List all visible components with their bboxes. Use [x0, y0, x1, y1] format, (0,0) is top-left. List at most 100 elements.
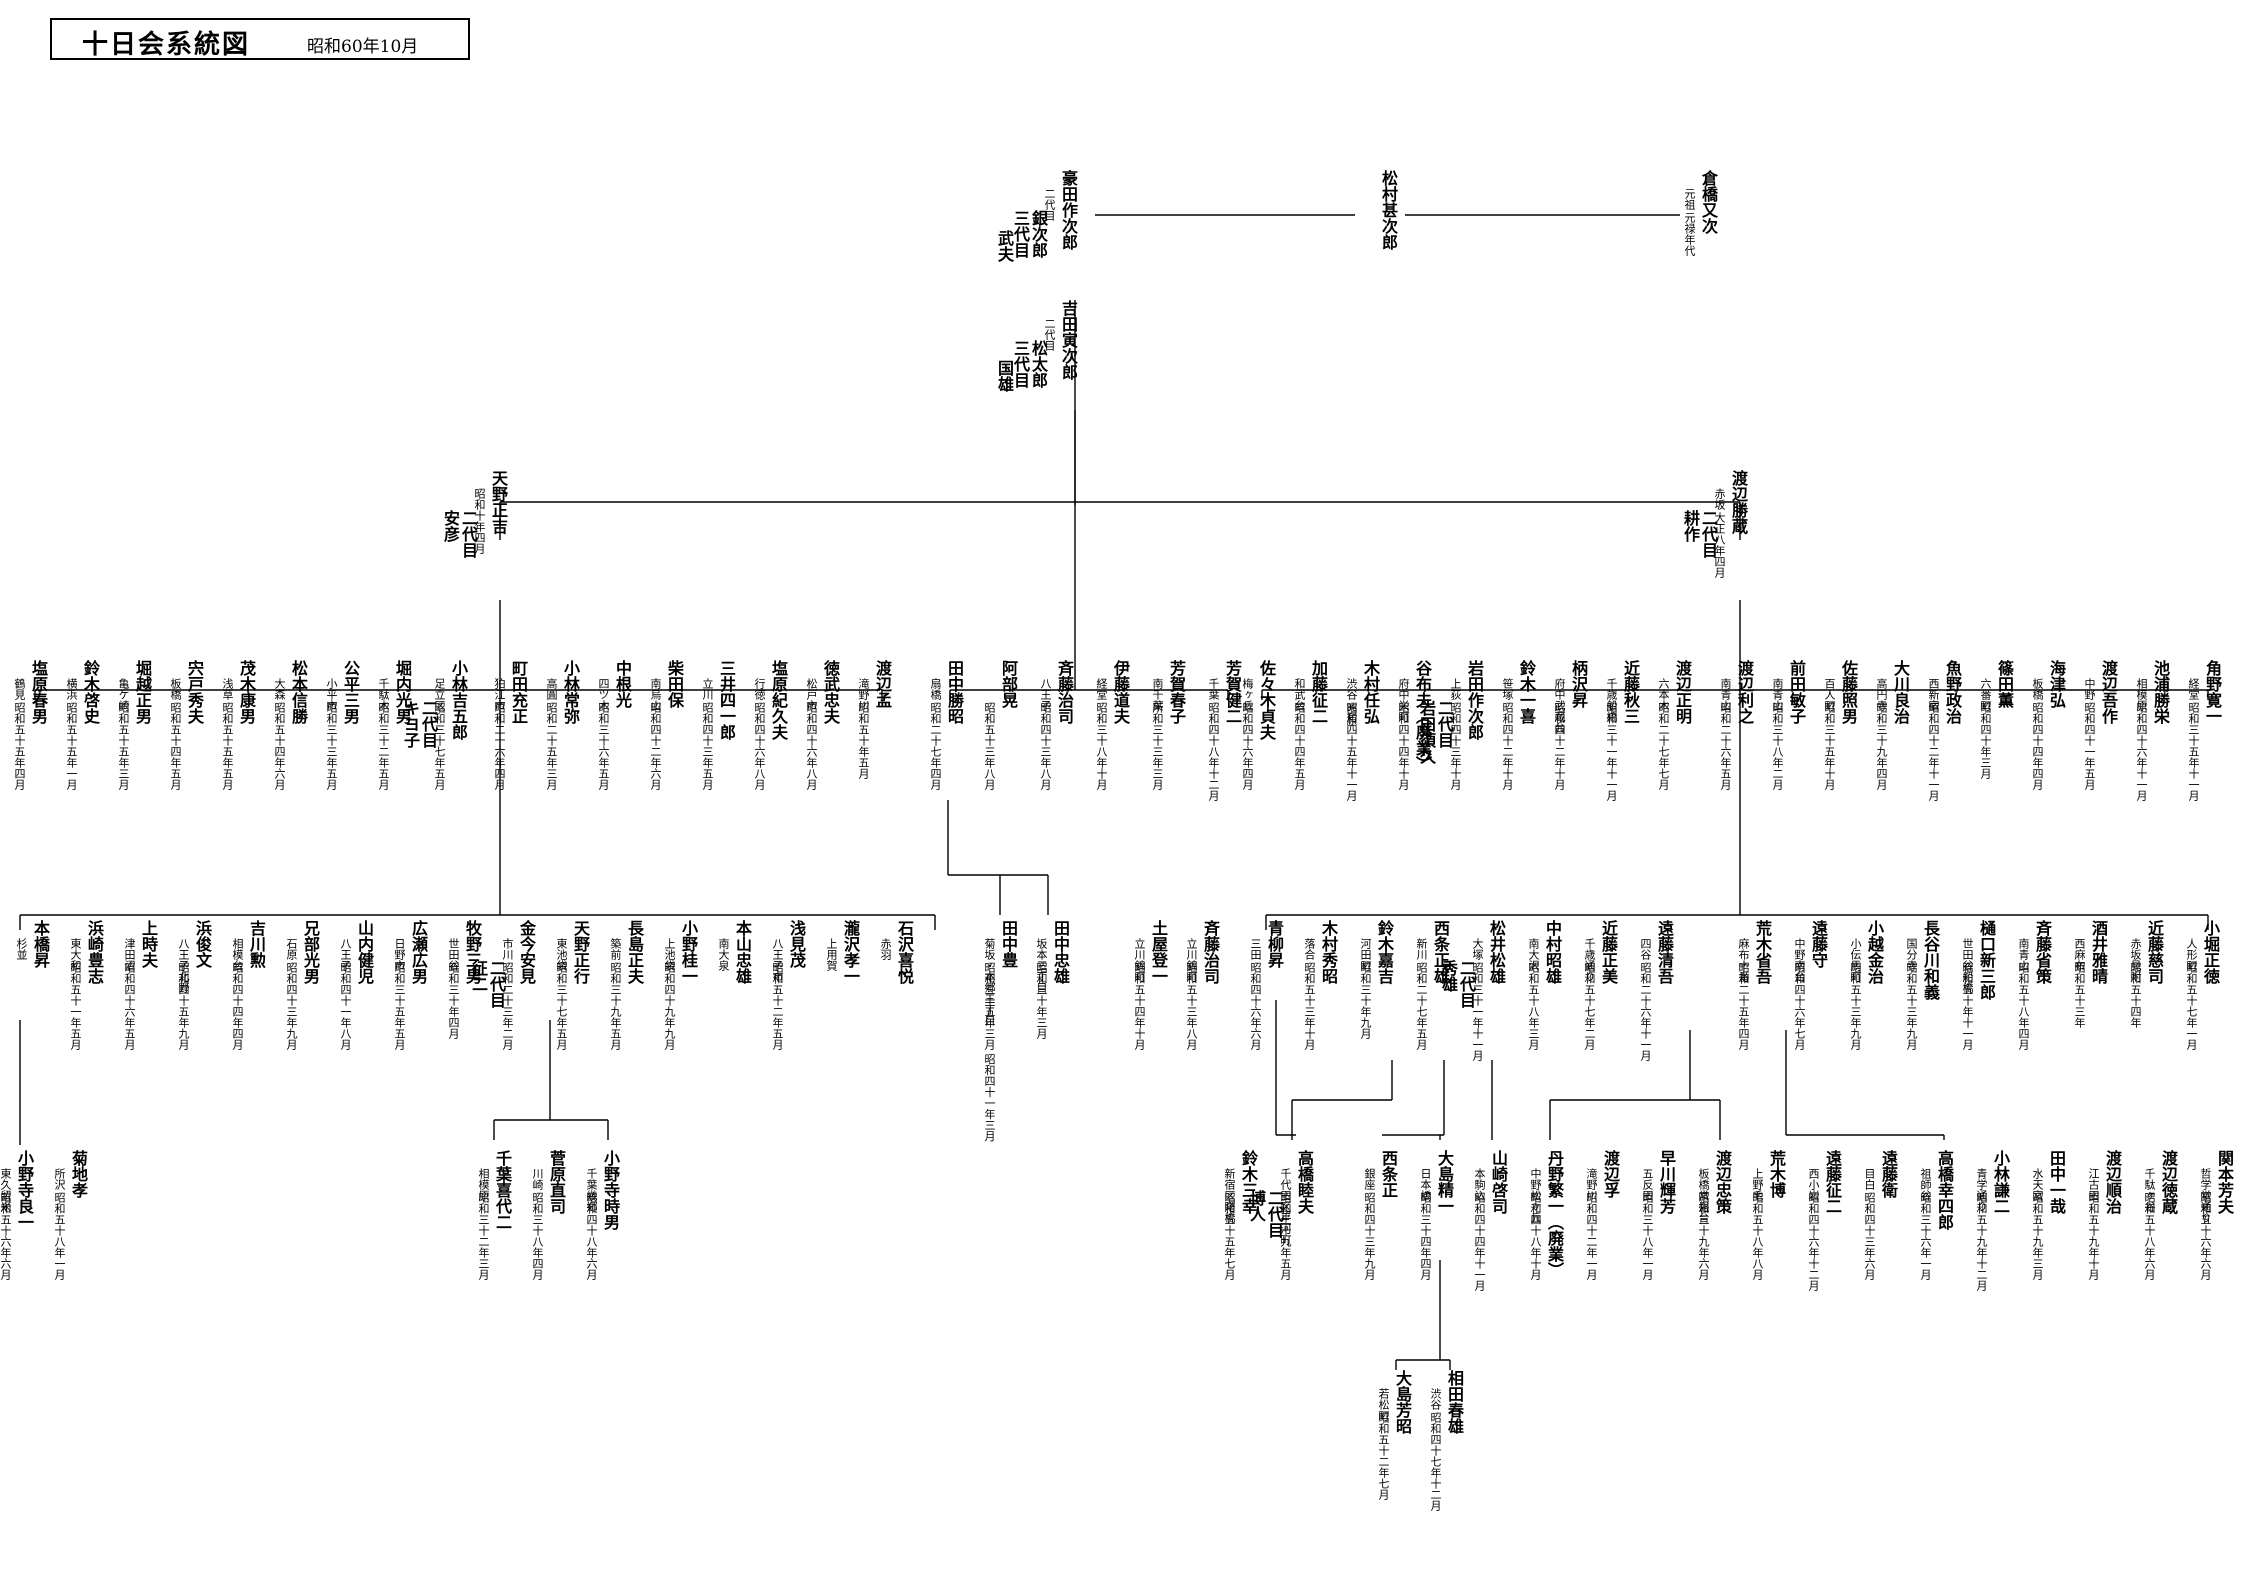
- node-b: 昭和五十五年三月: [117, 702, 130, 790]
- node-name: 塩原紀久夫: [769, 660, 788, 740]
- node-a: 小伝馬町: [1849, 938, 1862, 982]
- node-name: 斉藤治司: [1201, 920, 1220, 984]
- node-b: 昭和四十五年十一月: [1345, 702, 1358, 801]
- node-d: キヨ子: [401, 700, 420, 748]
- node-b: 昭和二十七年七月: [1657, 702, 1670, 790]
- node-c: 二代目: [1435, 700, 1454, 748]
- node-name: 中根光: [613, 660, 632, 708]
- node-a: 本駒込: [1473, 1168, 1486, 1201]
- node-name: 高橋睦夫: [1295, 1150, 1314, 1214]
- node-name: 渡辺正明: [1673, 660, 1692, 724]
- node-name: 荒木省吾: [1753, 920, 1772, 984]
- node-d: 博人: [1247, 1190, 1266, 1222]
- node-d: 征二: [469, 960, 488, 992]
- node-b: 昭和四十三年九月: [285, 962, 298, 1050]
- node-name: 本山忠雄: [733, 920, 752, 984]
- node-a: 所沢: [53, 1168, 66, 1190]
- node-a: 赤坂見附: [2129, 938, 2142, 982]
- node-a: 小平市: [325, 678, 338, 711]
- node-b: 昭和五十四年十月: [1133, 962, 1146, 1050]
- node-name: 石沢喜悦: [895, 920, 914, 984]
- node-b: 昭和三十五年十月: [1823, 702, 1836, 790]
- node-c: 二代目: [487, 960, 506, 1008]
- node-name: 柴田保: [665, 660, 684, 708]
- node-name: 長島正夫: [625, 920, 644, 984]
- node-name: 吉川勲: [247, 920, 266, 968]
- node-name: 浜俊文: [193, 920, 212, 968]
- node-a: 落合: [1303, 938, 1316, 960]
- node-name: 公平三男: [341, 660, 360, 724]
- node-a: 東池袋: [555, 938, 568, 971]
- node-a: 滝野川: [1585, 1168, 1598, 1201]
- node-b: 昭和五十二年七月: [1377, 1412, 1390, 1500]
- node-name: 茂木康男: [237, 660, 256, 724]
- node-b: 昭和二十五年四月: [1737, 962, 1750, 1050]
- node-name: 三井四一郎: [717, 660, 736, 740]
- node-name: 小越金治: [1865, 920, 1884, 984]
- node-a: 上用賀: [825, 938, 838, 971]
- node-b: 昭和四十六年七月: [1793, 962, 1806, 1050]
- node-a: 杉並: [15, 938, 28, 960]
- node-a: 千歳船橋: [1605, 678, 1618, 722]
- node-b: 昭和二十三年二月: [501, 962, 514, 1050]
- node-b: 昭和四十三年八月: [1039, 702, 1052, 790]
- node-a: 板橋: [169, 678, 182, 700]
- node-name: 池浦勝栄: [2151, 660, 2170, 724]
- node-a: 千駄木: [377, 678, 390, 711]
- node-name: 西条正: [1379, 1150, 1398, 1198]
- node-name: 小野寺時男: [601, 1150, 620, 1230]
- node-name: 徳武忠夫: [821, 660, 840, 724]
- node-name: 上時夫: [139, 920, 158, 968]
- node-name: 山内健児: [355, 920, 374, 984]
- node-b: 昭和二十六年十一月: [1639, 962, 1652, 1061]
- node-a: 麻布十番: [1737, 938, 1750, 982]
- node-name: 青柳昇: [1265, 920, 1284, 968]
- node-name: 宍戸秀夫: [185, 660, 204, 724]
- node-a: 四ツ木: [597, 678, 610, 711]
- node-b: 昭和五十七年二月: [1583, 962, 1596, 1050]
- node-a: 中野南台: [1793, 938, 1806, 982]
- node-name: 菊地孝: [69, 1150, 88, 1198]
- node-a: 元祖: [1683, 188, 1696, 210]
- node-b: 昭和五十五年四月: [13, 702, 26, 790]
- node-a: 三田: [1249, 938, 1262, 960]
- node-b: 昭和四十六年六月: [1249, 962, 1262, 1050]
- node-b: 昭和三十年四月: [447, 962, 460, 1039]
- node-b: 所和三十三年三月: [1151, 702, 1164, 790]
- node-b: 昭和三十一年十一月: [1605, 702, 1618, 801]
- node-b: 昭和四十五年九月: [177, 962, 190, 1050]
- node-a: 江古田: [2087, 1168, 2100, 1201]
- node-name: 塩原春男: [29, 660, 48, 724]
- node-a: 二代目: [1043, 188, 1056, 221]
- node-name: 早川輝芳: [1657, 1150, 1676, 1214]
- node-c: 銀次郎: [1029, 210, 1048, 258]
- node-a: 中野: [2083, 678, 2096, 700]
- node-a: 大塚: [1471, 938, 1484, 960]
- node-b: 昭和三十六年五月: [597, 702, 610, 790]
- node-name: 堀内光男: [393, 660, 412, 724]
- node-a: 立川: [701, 678, 714, 700]
- node-a: 渋谷: [1429, 1388, 1442, 1410]
- node-b: 昭和四十四年十一月: [1473, 1192, 1486, 1291]
- node-c: 松太郎: [1029, 340, 1048, 388]
- node-name: 田中一哉: [2047, 1150, 2066, 1214]
- node-b: 昭和四十二年一月: [1585, 1192, 1598, 1280]
- node-name: 佐々木貞夫: [1257, 660, 1276, 740]
- node-b: 昭和五十五年五月: [221, 702, 234, 790]
- node-a: 上池袋: [663, 938, 676, 971]
- node-name: 斉藤省策: [2033, 920, 2052, 984]
- node-b: 昭和三十五年五月: [393, 962, 406, 1050]
- node-b: 昭和五十四年五月: [169, 702, 182, 790]
- node-name: 渡辺利之: [1735, 660, 1754, 724]
- node-name: 千葉喜代二: [493, 1150, 512, 1230]
- node-b: 昭和三十年三月: [1035, 962, 1048, 1039]
- node-name: 田中勝昭: [945, 660, 964, 724]
- node-name: 倉橋又次: [1699, 170, 1718, 234]
- node-a: 千葉幾郷: [585, 1168, 598, 1212]
- node-c: 二代目: [1457, 960, 1476, 1008]
- node-b: 昭和五十六年六月: [0, 1192, 12, 1280]
- node-name: 渡辺順治: [2103, 1150, 2122, 1214]
- node-b: 昭和五十九年十月: [2087, 1192, 2100, 1280]
- node-a: 東久留米: [0, 1168, 12, 1212]
- node-b: 昭和三十八年十月: [1095, 702, 1108, 790]
